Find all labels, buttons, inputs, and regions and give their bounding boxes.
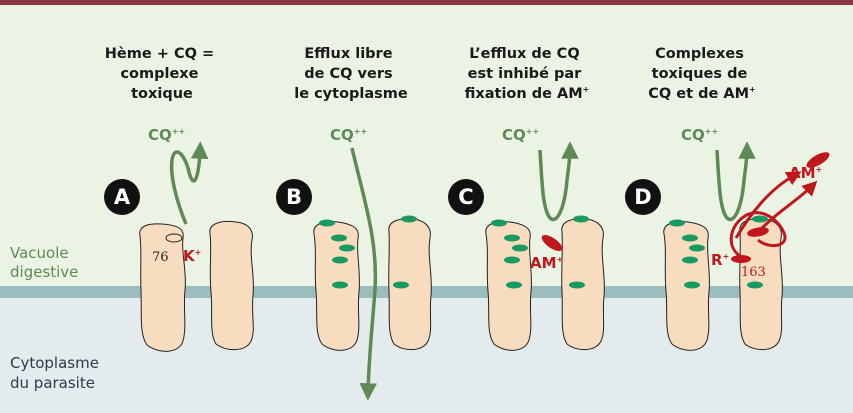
panel-d-binding-site xyxy=(752,216,768,223)
panel-d-binding-site xyxy=(689,245,705,252)
panel-d-residue-number: 163 xyxy=(741,265,766,280)
panel-a-protein-left xyxy=(140,224,186,352)
panel-d-binding-site xyxy=(682,235,698,242)
panel-c-letter: C xyxy=(458,185,473,209)
panel-b-binding-site xyxy=(319,220,335,227)
panel-a-binding-site xyxy=(166,234,182,242)
panel-c-binding-site xyxy=(506,282,522,289)
panel-d-drug-molecule xyxy=(731,255,751,263)
panel-b-binding-site xyxy=(331,235,347,242)
vacuole-label: Vacuole digestive xyxy=(10,244,78,281)
panel-c-binding-site xyxy=(491,220,507,227)
panel-d-binding-site xyxy=(669,220,685,227)
panel-c-binding-site xyxy=(504,257,520,264)
panel-d-title: Complexes toxiques de CQ et de AM+ xyxy=(648,46,755,102)
panel-c-binding-site xyxy=(512,245,528,252)
panel-b-letter: B xyxy=(286,185,302,209)
panel-c-binding-site xyxy=(573,216,589,223)
panel-b-binding-site xyxy=(393,282,409,289)
panel-b-title: Efflux libre de CQ vers le cytoplasme xyxy=(294,46,408,102)
panel-d-letter: D xyxy=(634,185,651,209)
panel-b-binding-site xyxy=(339,245,355,252)
panel-b-binding-site xyxy=(332,257,348,264)
panel-a-residue-number: 76 xyxy=(152,250,169,265)
panel-c-binding-site xyxy=(569,282,585,289)
panel-c-binding-site xyxy=(504,235,520,242)
panel-b-binding-site xyxy=(332,282,348,289)
panel-d-binding-site xyxy=(682,257,698,264)
panel-a-letter: A xyxy=(114,185,131,209)
panel-d-binding-site xyxy=(747,282,763,289)
panel-a-protein-right xyxy=(210,221,254,349)
top-bar xyxy=(0,0,853,5)
panel-d-binding-site xyxy=(684,282,700,289)
panel-b-binding-site xyxy=(401,216,417,223)
panel-c-title: L’efflux de CQ est inhibé par fixation d… xyxy=(465,46,590,102)
